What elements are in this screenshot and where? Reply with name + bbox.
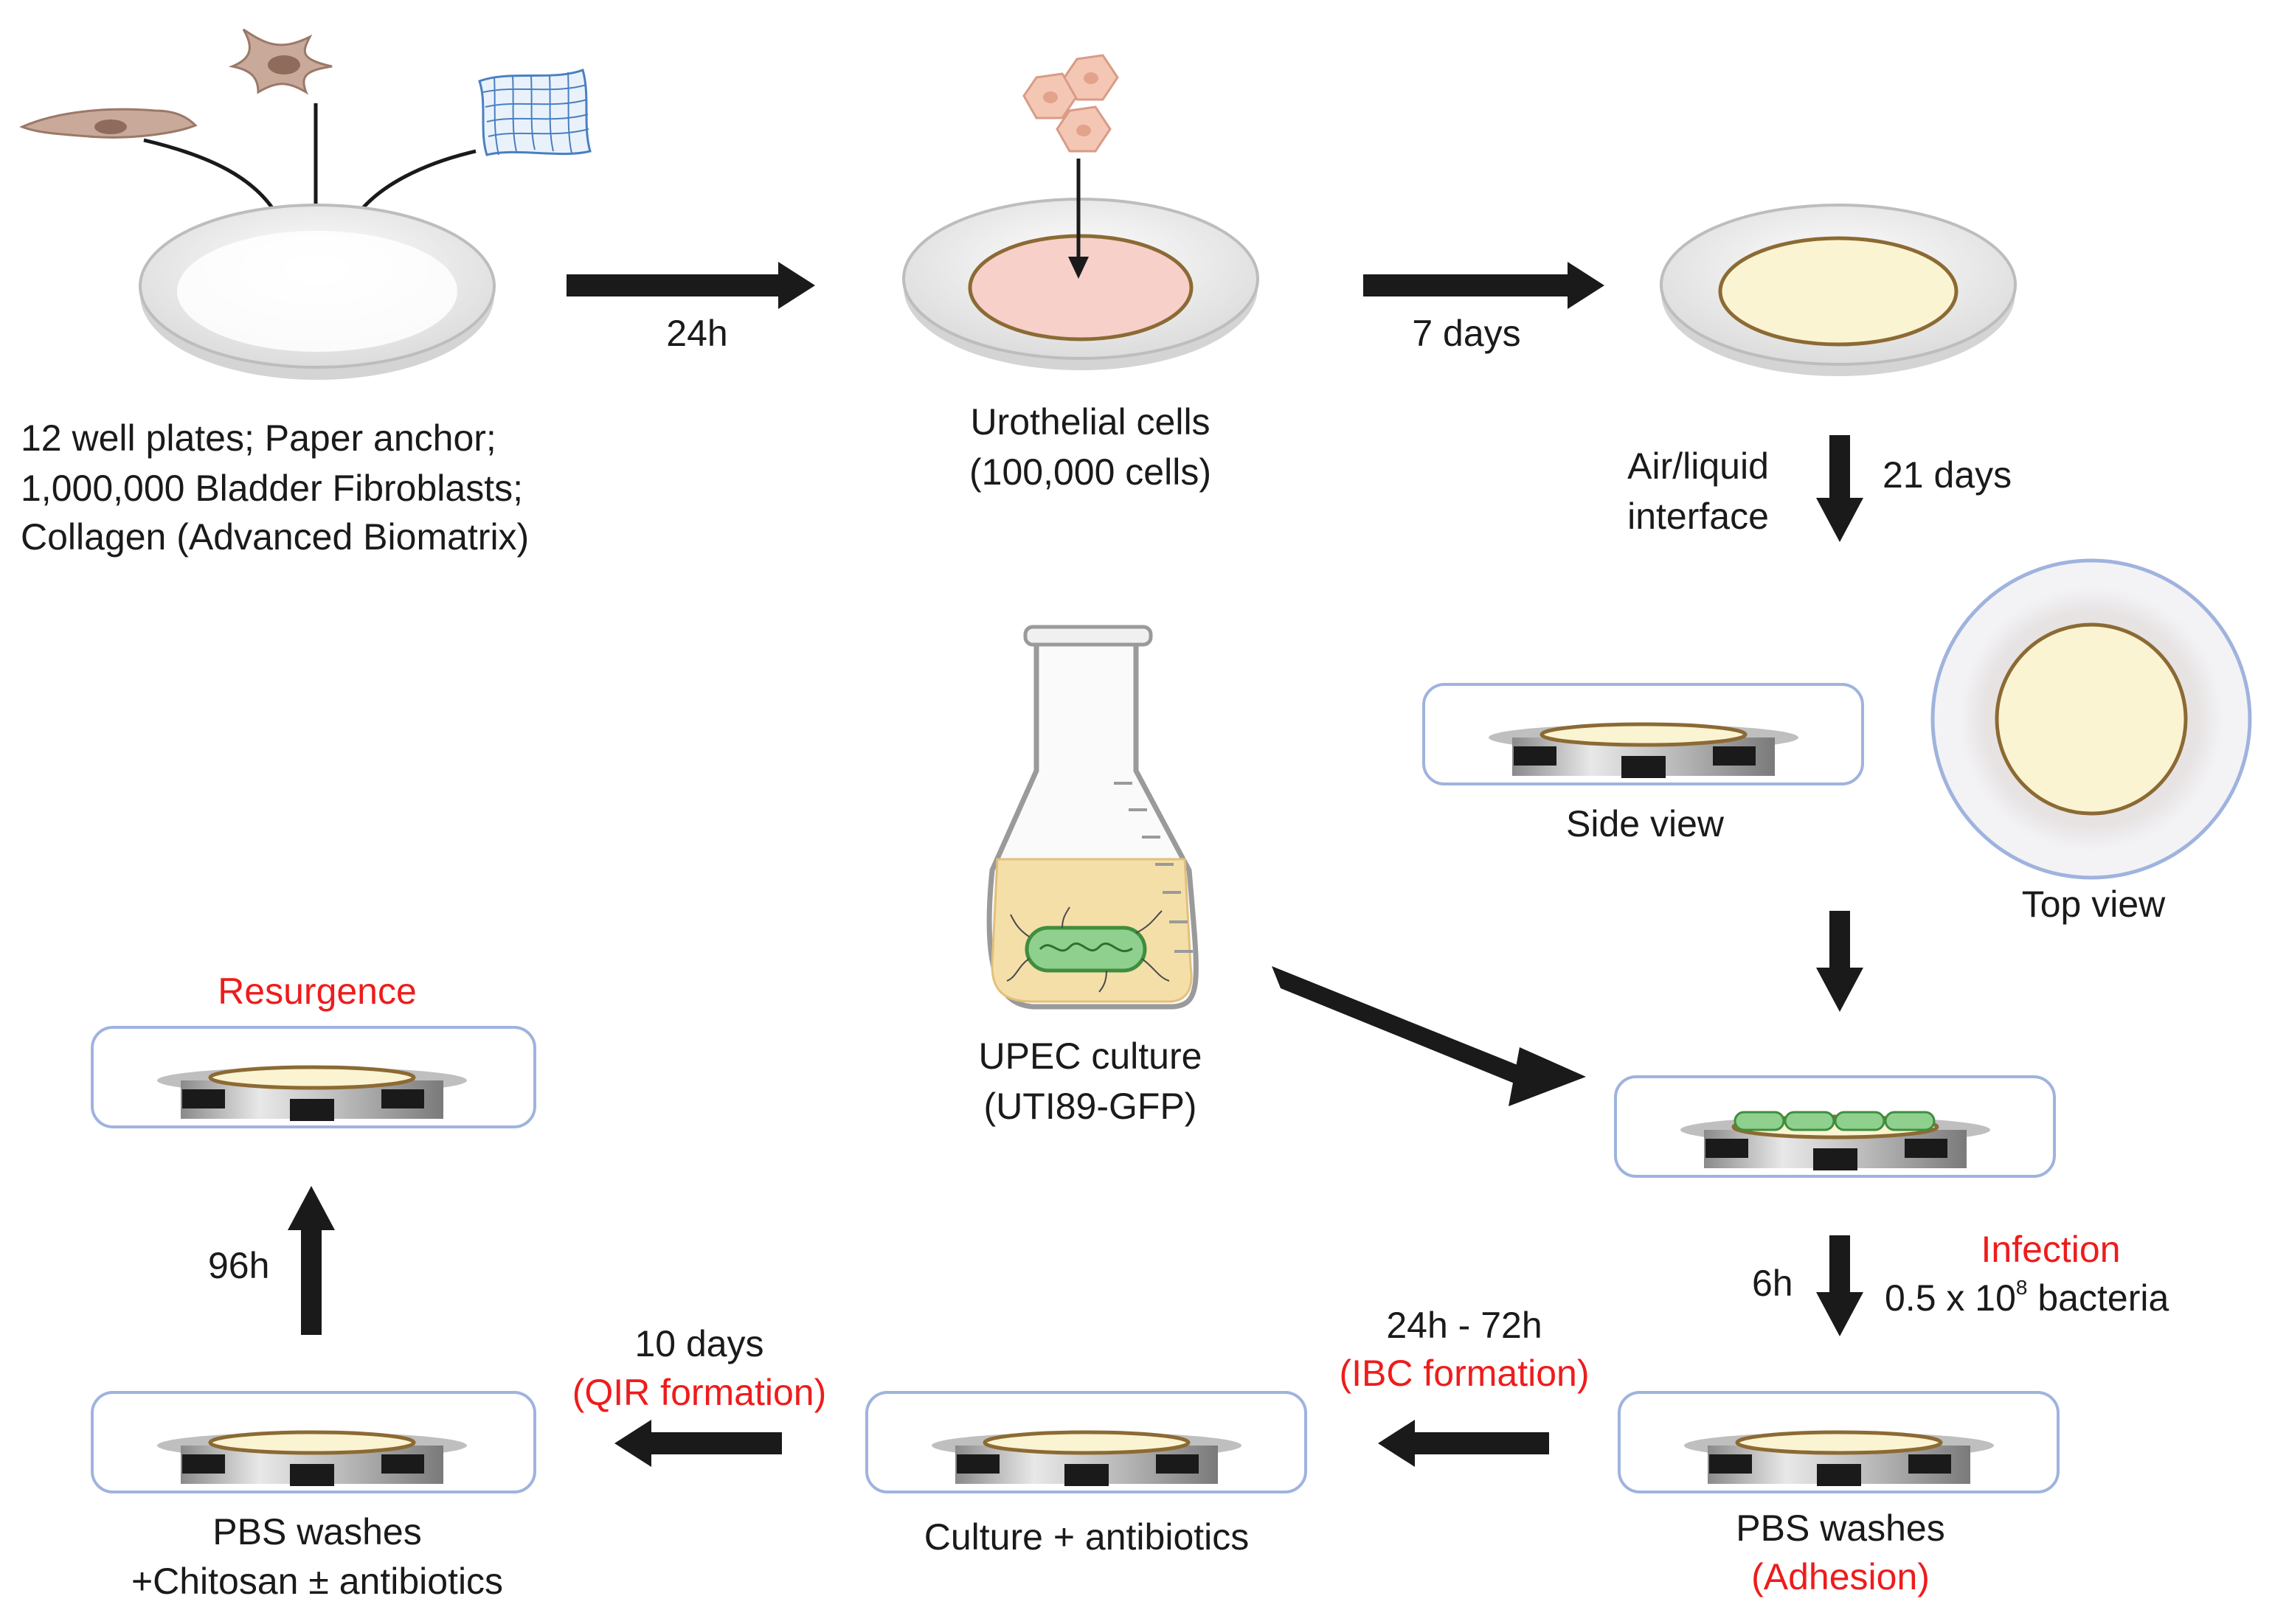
- fibroblast-cell-icon: [19, 108, 198, 139]
- erlenmeyer-flask-icon: [986, 625, 1199, 1010]
- culture-line2: (UTI89-GFP): [983, 1086, 1197, 1127]
- ibc-duration: 24h - 72h: [1386, 1305, 1542, 1346]
- step3-line2: interface: [1627, 496, 1769, 537]
- infection-dose: 0.5 x 108 bacteria: [1885, 1274, 2169, 1322]
- arrow-96h: [288, 1186, 335, 1335]
- side-view-panel: [1422, 683, 1864, 785]
- arrow-7-days: [1363, 262, 1604, 309]
- culture-antibiotics-label: Culture + antibiotics: [924, 1516, 1250, 1558]
- chitosan-panel: [91, 1391, 536, 1493]
- arrow-to-infection: [1816, 911, 1863, 1012]
- adhesion-panel: [1618, 1391, 2060, 1493]
- step1-line3: Collagen (Advanced Biomatrix): [21, 516, 530, 558]
- infection-panel: [1614, 1075, 2056, 1178]
- urothelial-cell-icon: [1022, 54, 1119, 153]
- step1-line1: 12 well plates; Paper anchor;: [21, 417, 496, 459]
- petri-dish-initial: [139, 204, 496, 380]
- qir-label: (QIR formation): [572, 1372, 827, 1413]
- chitosan-line2: +Chitosan ± antibiotics: [131, 1561, 504, 1602]
- arrow-24h-label: 24h: [666, 313, 728, 354]
- infection-dose-prefix: 0.5 x 10: [1885, 1277, 2016, 1319]
- arrow-10-days: [614, 1420, 782, 1467]
- infection-dose-exponent: 8: [2015, 1276, 2028, 1299]
- collagen-mesh-icon: [478, 69, 592, 156]
- petri-dish-matured: [1660, 204, 2017, 376]
- adhesion-line2: (Adhesion): [1751, 1556, 1930, 1597]
- step1-line2: 1,000,000 Bladder Fibroblasts;: [21, 468, 523, 509]
- petri-dish-urothelial: [902, 198, 1259, 370]
- step3-duration: 21 days: [1883, 454, 2012, 496]
- top-view-label: Top view: [2021, 884, 2166, 925]
- arrow-21-days: [1816, 435, 1863, 542]
- ibc-label: (IBC formation): [1339, 1353, 1590, 1394]
- resurgence-title: Resurgence: [218, 971, 417, 1012]
- chitosan-line1: PBS washes: [212, 1511, 422, 1552]
- arrow-culture-to-infection: [1272, 966, 1586, 1106]
- resurgence-panel: [91, 1026, 536, 1128]
- seeding-arrow-urothelial: [1068, 159, 1089, 279]
- resurgence-duration: 96h: [208, 1245, 270, 1286]
- step3-line1: Air/liquid: [1627, 445, 1769, 487]
- infection-duration: 6h: [1752, 1263, 1793, 1304]
- top-view-well: [1930, 558, 2252, 880]
- qir-duration: 10 days: [634, 1323, 764, 1364]
- culture-antibiotics-panel: [865, 1391, 1307, 1493]
- arrow-24h-72h: [1378, 1420, 1549, 1467]
- step2-line2: (100,000 cells): [969, 451, 1211, 493]
- arrow-24h: [567, 262, 815, 309]
- step2-line1: Urothelial cells: [970, 401, 1211, 443]
- side-view-label: Side view: [1566, 803, 1724, 844]
- adhesion-line1: PBS washes: [1736, 1507, 1945, 1549]
- infection-dose-suffix: bacteria: [2027, 1277, 2169, 1319]
- arrow-6h: [1816, 1235, 1863, 1336]
- arrow-7-days-label: 7 days: [1412, 313, 1521, 354]
- culture-line1: UPEC culture: [978, 1035, 1202, 1077]
- fibroblast-cell-icon: [228, 28, 333, 95]
- infection-title: Infection: [1981, 1229, 2121, 1270]
